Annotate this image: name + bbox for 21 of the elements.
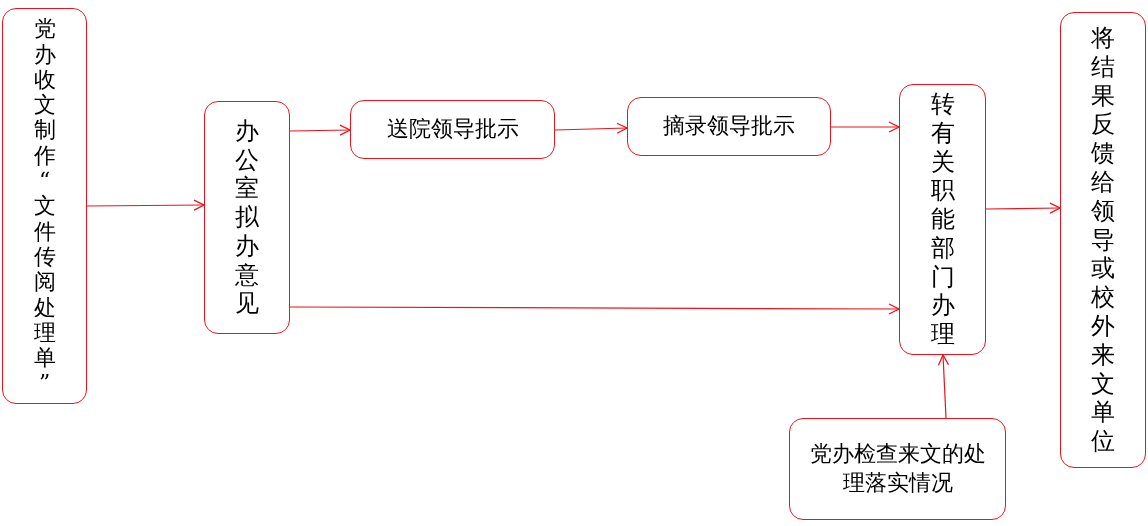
box-label: 转有关职能部门办理	[929, 89, 956, 350]
box-label: 党办收文制作“文件传阅处理单”	[32, 16, 57, 396]
box-label: 办公室拟办意见	[234, 116, 260, 319]
box-label: 党办检查来文的处理落实情况	[808, 440, 987, 497]
arrow	[289, 303, 900, 315]
box-label: 摘录领导批示	[663, 112, 795, 141]
arrow	[86, 199, 205, 211]
process-box	[789, 418, 1006, 520]
arrow	[985, 202, 1061, 214]
box-label: 将结果反馈给领导或校外来文单位	[1090, 24, 1116, 456]
process-box	[899, 84, 986, 355]
arrow	[554, 122, 628, 134]
process-box	[2, 8, 87, 404]
process-box	[1060, 12, 1146, 468]
arrow	[289, 124, 351, 136]
process-box	[350, 100, 555, 159]
process-box	[204, 101, 290, 334]
arrow	[937, 354, 950, 419]
box-label: 送院领导批示	[386, 115, 519, 144]
process-box	[627, 97, 831, 156]
arrow	[830, 121, 900, 133]
